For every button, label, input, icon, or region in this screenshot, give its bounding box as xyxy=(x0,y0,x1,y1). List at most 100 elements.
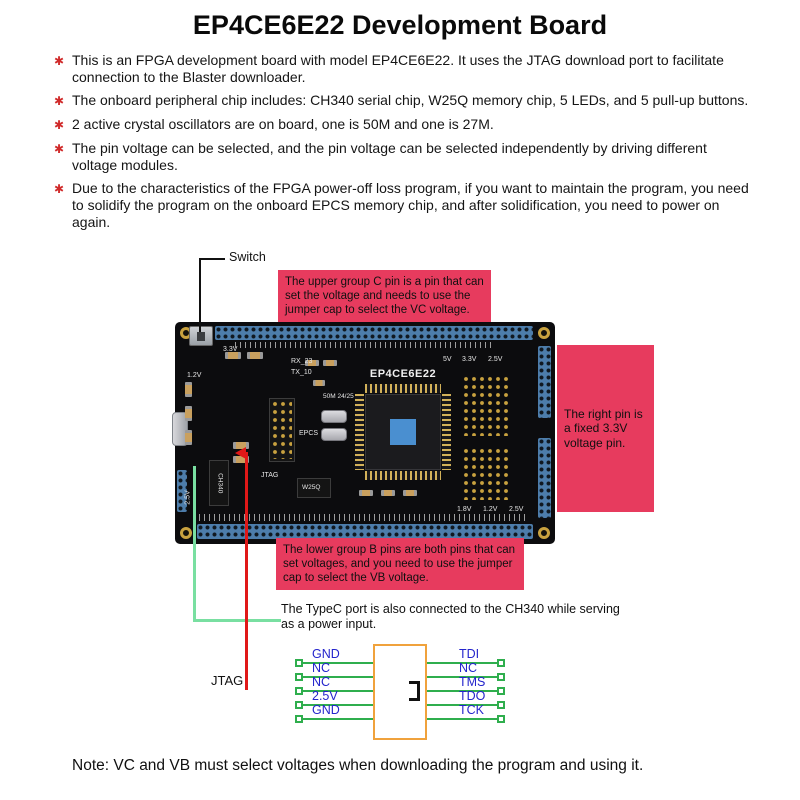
feature-item: ✱ 2 active crystal oscillators are on bo… xyxy=(54,116,749,134)
pin-header-left xyxy=(177,470,187,512)
bottom-note: Note: VC and VB must select voltages whe… xyxy=(72,757,644,774)
gpio-pad-grid xyxy=(463,376,511,436)
capacitor xyxy=(359,490,373,496)
right-pin-callout: The right pin is a fixed 3.3V voltage pi… xyxy=(557,345,654,512)
feature-item: ✱ This is an FPGA development board with… xyxy=(54,52,749,86)
silkscreen-1v2-bottom: 1.2V xyxy=(483,506,498,513)
silkscreen-2v5-right: 2.5V xyxy=(488,356,503,363)
feature-text: This is an FPGA development board with m… xyxy=(72,52,724,86)
pin-terminal-left xyxy=(295,687,303,695)
gpio-pad-grid xyxy=(463,448,511,500)
pin-label-2v5: 2.5V xyxy=(312,689,338,703)
chip-pins-top xyxy=(365,384,441,393)
pin-terminal-left xyxy=(295,701,303,709)
mounting-hole xyxy=(538,527,550,539)
silkscreen-jtag: JTAG xyxy=(261,472,279,479)
mounting-hole xyxy=(538,327,550,339)
silkscreen-1v2: 1.2V xyxy=(187,372,202,379)
pin-terminal-right xyxy=(497,673,505,681)
pin-label-tck: TCK xyxy=(459,703,484,717)
typec-pointer-line xyxy=(193,619,281,622)
pin-wire-right xyxy=(427,704,497,706)
pin-label-tms: TMS xyxy=(459,675,486,689)
pin-terminal-right xyxy=(497,715,505,723)
bullet-star-icon: ✱ xyxy=(54,54,65,68)
typec-note: The TypeC port is also connected to the … xyxy=(281,602,620,631)
silkscreen-2v5-bottom: 2.5V xyxy=(509,506,524,513)
switch-label: Switch xyxy=(229,250,266,264)
capacitor xyxy=(233,442,249,449)
pin-wire-right xyxy=(427,676,497,678)
jtag-pointer-line xyxy=(245,452,248,690)
pin-terminal-right xyxy=(497,687,505,695)
dev-board: EP4CE6E22 CH340 3.3V 1.2V RX_23 TX_10 5V… xyxy=(172,322,555,544)
mounting-hole xyxy=(180,527,192,539)
pin-label-gnd: GND xyxy=(312,703,340,717)
fpga-chip-label: EP4CE6E22 xyxy=(369,368,437,380)
silkscreen-2v5-left: 2.5V xyxy=(184,490,192,505)
pin-wire-right xyxy=(427,662,497,664)
silkscreen-osc: 50M 24/25 xyxy=(323,393,354,400)
pin-label-tdo: TDO xyxy=(459,689,486,703)
pin-header-bottom xyxy=(197,524,533,539)
pin-wire-right xyxy=(427,690,497,692)
feature-text: 2 active crystal oscillators are on boar… xyxy=(72,116,494,133)
capacitor xyxy=(225,352,241,359)
typec-pointer-line xyxy=(193,466,196,621)
silkscreen-3v3-right: 3.3V xyxy=(462,356,477,363)
capacitor xyxy=(403,490,417,496)
pin-wire-left xyxy=(303,662,373,664)
pin-wire-left xyxy=(303,704,373,706)
switch-pointer-line xyxy=(199,258,201,332)
silkscreen-tx: TX_10 xyxy=(291,369,312,376)
w25q-chip xyxy=(297,478,331,498)
pin-label-nc: NC xyxy=(312,675,331,689)
pin-header-top xyxy=(215,326,533,340)
pin-terminal-left xyxy=(295,659,303,667)
pin-wire-left xyxy=(303,676,373,678)
feature-item: ✱ The onboard peripheral chip includes: … xyxy=(54,92,749,110)
pin-terminal-left xyxy=(295,673,303,681)
silkscreen-epcs: EPCS xyxy=(299,430,319,437)
pin-wire-right xyxy=(427,718,497,720)
capacitor xyxy=(185,430,192,445)
fpga-chip xyxy=(355,384,451,480)
upper-pin-callout: The upper group C pin is a pin that can … xyxy=(278,270,491,323)
epcs-socket xyxy=(269,398,295,462)
capacitor xyxy=(381,490,395,496)
pin-wire-left xyxy=(303,718,373,720)
capacitor xyxy=(313,380,325,386)
ch340-chip: CH340 xyxy=(209,460,229,506)
pin-terminal-right xyxy=(497,659,505,667)
chip-pins-bottom xyxy=(365,471,441,480)
capacitor xyxy=(233,456,249,463)
ch340-silkscreen: CH340 xyxy=(216,472,224,494)
feature-list: ✱ This is an FPGA development board with… xyxy=(54,52,749,238)
typec-port xyxy=(172,412,188,446)
bullet-star-icon: ✱ xyxy=(54,94,65,109)
pin-label-nc: NC xyxy=(459,661,478,675)
capacitor xyxy=(247,352,263,359)
silkscreen-5v: 5V xyxy=(443,356,452,363)
crystal-oscillator-50m xyxy=(321,410,347,423)
bullet-star-icon: ✱ xyxy=(54,118,65,133)
bullet-star-icon: ✱ xyxy=(54,182,65,197)
feature-text: The onboard peripheral chip includes: CH… xyxy=(72,92,749,109)
feature-item: ✱ Due to the characteristics of the FPGA… xyxy=(54,180,749,231)
pin-label-tdi: TDI xyxy=(459,647,480,661)
silkscreen-pin-numbers-bottom xyxy=(199,514,529,521)
chip-pins-right xyxy=(442,394,451,470)
bullet-star-icon: ✱ xyxy=(54,142,65,157)
capacitor xyxy=(185,406,192,421)
power-switch xyxy=(189,326,213,346)
pin-label-nc: NC xyxy=(312,661,331,675)
silkscreen-rx: RX_23 xyxy=(291,358,313,365)
capacitor xyxy=(185,382,192,397)
feature-text: The pin voltage can be selected, and the… xyxy=(72,140,707,174)
pin-terminal-right xyxy=(497,701,505,709)
feature-text: Due to the characteristics of the FPGA p… xyxy=(72,180,749,231)
jtag-label: JTAG xyxy=(211,673,244,688)
capacitor xyxy=(305,360,319,366)
crystal-oscillator-27m xyxy=(321,428,347,441)
